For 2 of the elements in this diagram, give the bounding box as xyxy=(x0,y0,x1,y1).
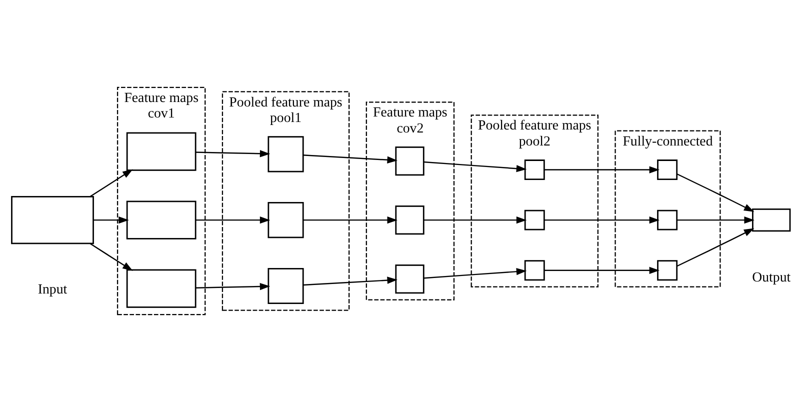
node-label: Input xyxy=(38,282,68,298)
node-label: Output xyxy=(752,270,791,286)
